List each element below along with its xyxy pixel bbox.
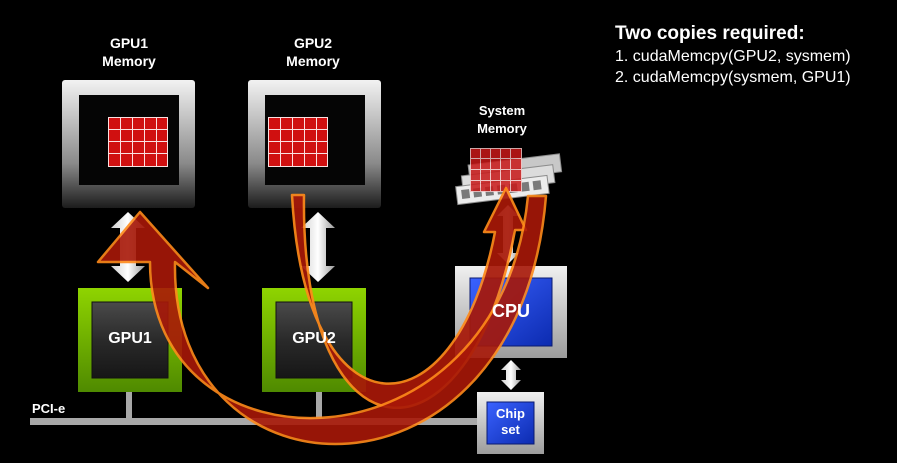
gpu1-memory-module — [62, 80, 195, 208]
gpu1-board — [78, 288, 182, 392]
system-memory-dimms — [455, 148, 563, 206]
system-memory-label-line1: System — [478, 103, 526, 118]
cpu-chipset-link-arrow — [501, 360, 521, 390]
gpu2-chip-label: GPU2 — [292, 330, 336, 347]
chipset-label-line2: set — [501, 422, 520, 437]
gpu2-memory-module — [248, 80, 381, 208]
chipset-package — [477, 392, 544, 454]
gpu1-memory-label-line2: Memory — [102, 53, 156, 69]
copies-caption: Two copies required: 1. cudaMemcpy(GPU2,… — [615, 22, 895, 88]
caption-step-2: 2. cudaMemcpy(sysmem, GPU1) — [615, 69, 851, 86]
system-memory-label-line2: Memory — [477, 121, 527, 136]
copy-arrow-sysmem-to-gpu1 — [96, 194, 548, 446]
gpu2-memory-label: GPU2 Memory — [272, 34, 354, 70]
chipset-label-line1: Chip — [496, 406, 525, 421]
caption-step-1: 1. cudaMemcpy(GPU2, sysmem) — [615, 48, 851, 65]
pcie-label: PCI-e — [32, 401, 66, 416]
system-memory-grid — [470, 148, 522, 192]
gpu2-memory-grid — [268, 117, 328, 167]
gpu2-memory-link-arrow — [301, 212, 335, 282]
gpu1-memory-label: GPU1 Memory — [88, 34, 170, 70]
gpu1-memory-label-line1: GPU1 — [109, 35, 149, 51]
gpu1-chip-label: GPU1 — [108, 330, 152, 347]
system-memory-label: System Memory — [462, 102, 542, 138]
gpu2-memory-label-line1: GPU2 — [293, 35, 333, 51]
gpu2-memory-label-line2: Memory — [286, 53, 340, 69]
chipset-label: Chip set — [487, 406, 534, 438]
caption-title: Two copies required: — [615, 23, 805, 44]
cpu-label: CPU — [491, 301, 530, 321]
gpu1-memory-grid — [108, 117, 168, 167]
